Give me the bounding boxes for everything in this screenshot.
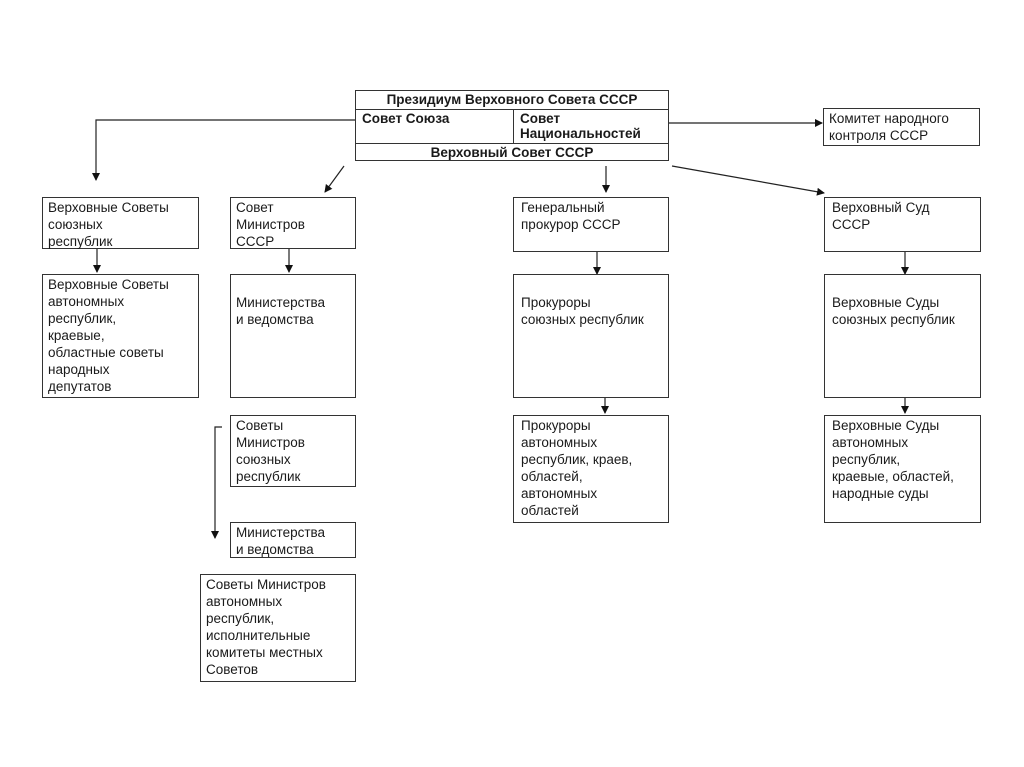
ministries-box: Министерства и ведомства (230, 274, 356, 398)
council-of-ministers-box: Совет Министров СССР (230, 197, 356, 249)
soviet-of-union: Совет Союза (356, 110, 514, 143)
people-control-committee-box: Комитет народного контроля СССР (823, 108, 980, 146)
union-supreme-courts-box: Верховные Суды союзных республик (824, 274, 981, 398)
presidium-title: Президиум Верховного Совета СССР (356, 91, 668, 110)
autonomous-soviets-box: Верховные Советы автономных республик, к… (42, 274, 199, 398)
arrow-ministers-3-4 (211, 426, 222, 539)
arrow-to-council-ministers (324, 165, 345, 193)
autonomous-courts-box: Верховные Суды автономных республик, кра… (824, 415, 981, 523)
prosecutor-general-box: Генеральный прокурор СССР (513, 197, 669, 252)
union-republic-soviets-box: Верховные Советы союзных республик (42, 197, 199, 249)
autonomous-ministers-box: Советы Министров автономных республик, и… (200, 574, 356, 682)
supreme-soviet-title: Верховный Совет СССР (430, 145, 594, 160)
supreme-soviet-block: Президиум Верховного Совета СССР Совет С… (355, 90, 669, 161)
autonomous-prosecutors-box: Прокуроры автономных республик, краев, о… (513, 415, 669, 523)
arrow-to-supreme-court (671, 165, 825, 196)
union-prosecutors-box: Прокуроры союзных республик (513, 274, 669, 398)
soviet-of-nationalities: Совет Национальностей (520, 111, 641, 141)
union-republic-ministers-box: Советы Министров союзных республик (230, 415, 356, 487)
arrow-to-union-soviets (92, 119, 355, 181)
republic-ministries-box: Министерства и ведомства (230, 522, 356, 558)
supreme-court-box: Верховный Суд СССР (824, 197, 981, 252)
